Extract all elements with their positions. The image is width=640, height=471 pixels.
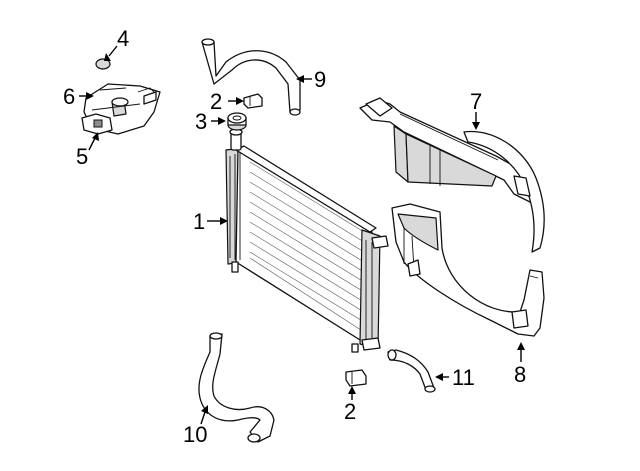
overflow-hose-part [387, 349, 436, 393]
callout-6: 6 [63, 84, 75, 109]
callout-10: 10 [183, 422, 207, 447]
callout-1: 1 [193, 209, 205, 234]
lower-radiator-hose-part [198, 332, 275, 443]
reservoir-bracket-part [81, 113, 113, 135]
radiator-cap-part [227, 112, 247, 131]
callout-3: 3 [195, 109, 207, 134]
radiator-core-fins [249, 161, 365, 333]
upper-radiator-hose-part [201, 38, 301, 116]
lower-fan-shroud-part [391, 203, 545, 337]
upper-fan-shroud-part [359, 97, 545, 253]
mounting-clip-lower-part [345, 369, 367, 387]
callout-2-lower: 2 [344, 399, 356, 424]
leader-lines [79, 45, 525, 425]
mounting-clip-upper-part [243, 93, 263, 109]
callout-9: 9 [314, 67, 326, 92]
radiator-part [225, 128, 389, 353]
callout-8: 8 [514, 362, 526, 387]
callout-4: 4 [117, 26, 129, 51]
callout-7: 7 [470, 89, 482, 114]
callout-2-upper: 2 [210, 89, 222, 114]
reservoir-cap-part [95, 58, 111, 70]
callout-5: 5 [76, 144, 88, 169]
callout-11: 11 [452, 365, 475, 390]
callout-labels: 1 2 2 3 4 5 6 7 8 9 10 11 [63, 26, 526, 447]
